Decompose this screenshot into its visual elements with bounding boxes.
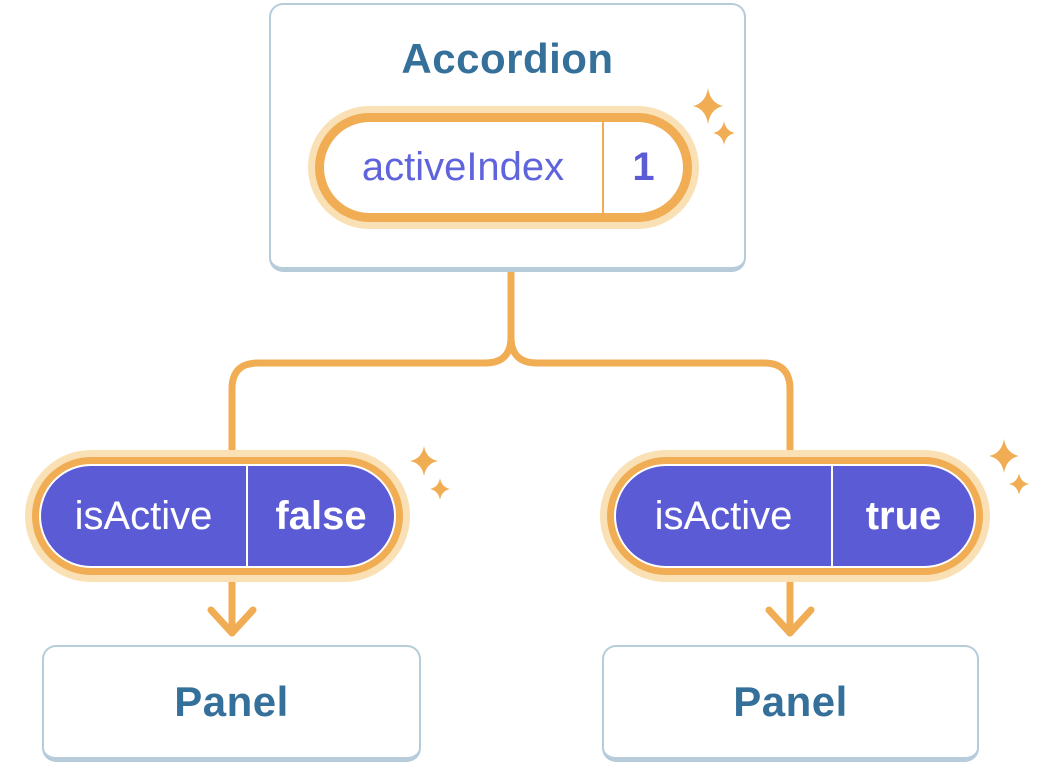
prop-name-left: isActive bbox=[74, 493, 213, 538]
accordion-title: Accordion bbox=[401, 35, 614, 82]
state-name: activeIndex bbox=[361, 145, 565, 189]
sparkle-icon bbox=[430, 478, 450, 500]
prop-pill-left: isActive false bbox=[25, 450, 410, 582]
prop-pill-right-divider bbox=[831, 466, 833, 566]
arrow-down-icon-left bbox=[207, 606, 257, 637]
prop-pill-right: isActive true bbox=[600, 450, 990, 582]
state-pill-divider bbox=[602, 122, 604, 213]
state-value: 1 bbox=[632, 145, 655, 189]
prop-pill-left-divider bbox=[246, 466, 248, 566]
panel-card-left: Panel bbox=[42, 645, 421, 762]
state-pill-body: activeIndex 1 bbox=[324, 122, 683, 213]
prop-pill-right-ring: isActive true bbox=[607, 457, 983, 575]
prop-name-right: isActive bbox=[654, 493, 793, 538]
prop-value-right: true bbox=[865, 493, 942, 538]
sparkle-icon bbox=[693, 88, 723, 124]
accordion-card: Accordion activeIndex 1 bbox=[269, 3, 746, 272]
connector-right-branch bbox=[507, 260, 794, 637]
arrow-down-icon-right bbox=[765, 606, 815, 637]
prop-pill-left-body: isActive false bbox=[39, 464, 396, 568]
sparkle-icon bbox=[1009, 473, 1029, 495]
panel-card-right: Panel bbox=[602, 645, 979, 762]
prop-pill-left-ring: isActive false bbox=[32, 457, 403, 575]
sparkle-icon bbox=[410, 446, 438, 476]
state-pill-ring: activeIndex 1 bbox=[315, 113, 692, 222]
prop-value-left: false bbox=[275, 493, 367, 538]
prop-pill-right-body: isActive true bbox=[614, 464, 976, 568]
sparkle-icon bbox=[713, 121, 735, 145]
sparkle-icon bbox=[989, 439, 1019, 473]
state-pill: activeIndex 1 bbox=[308, 106, 699, 229]
